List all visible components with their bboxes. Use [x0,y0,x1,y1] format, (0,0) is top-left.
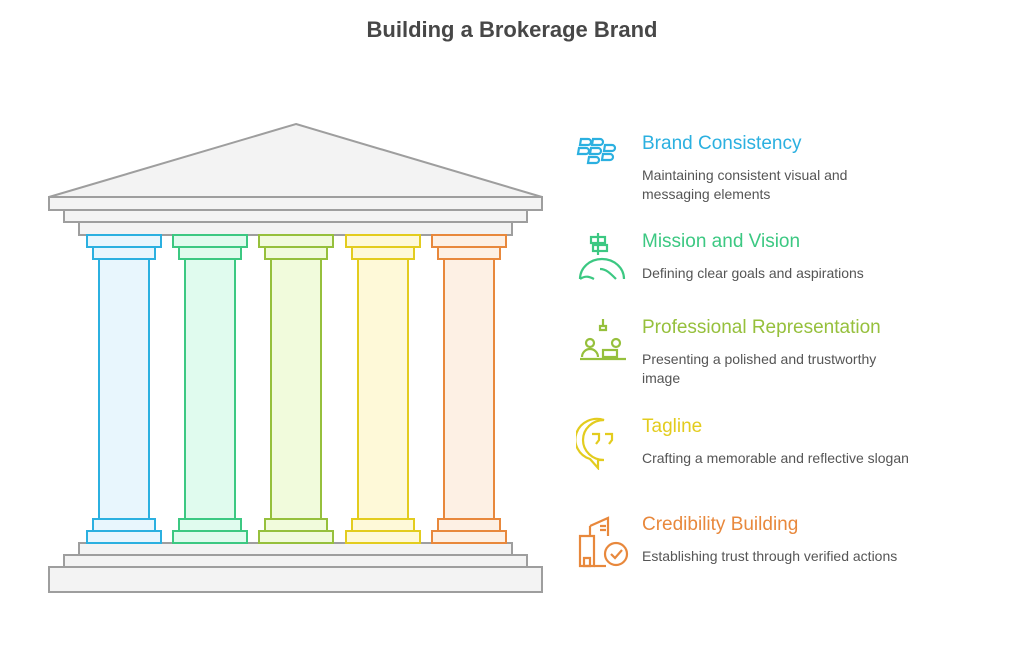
temple-diagram [48,122,543,593]
column-capital-top [258,234,334,248]
pillar-title: Tagline [642,416,703,437]
diagram-title: Building a Brokerage Brand [366,17,658,42]
entablature-bottom [78,221,513,236]
meeting-people-icon [580,319,626,361]
base-middle [63,554,528,568]
column-capital-top [345,234,421,248]
pillar-description: Presenting a polished and trustworthy im… [642,351,877,386]
pillar-title: Brand Consistency [642,133,802,154]
quote-bubble-icon [576,417,614,470]
column-capital-bottom [264,246,328,260]
pillar-title: Credibility Building [642,514,799,535]
column-shaft [443,258,495,520]
column-2 [172,234,248,544]
column-plinth-bottom [172,530,248,544]
column-capital-bottom [178,246,242,260]
column-shaft [357,258,409,520]
column-capital-bottom [351,246,415,260]
pillar-description: Maintaining consistent visual and messag… [642,167,848,202]
entablature-middle [63,209,528,223]
pillar-description: Defining clear goals and aspirations [642,265,864,281]
column-shaft [98,258,150,520]
column-capital-top [86,234,162,248]
column-1 [86,234,162,544]
building-check-icon [578,516,629,568]
column-shaft [270,258,322,520]
column-capital-top [172,234,248,248]
column-capital-bottom [92,246,156,260]
column-5 [431,234,507,544]
entablature-top [48,196,543,211]
column-shaft [184,258,236,520]
column-capital-bottom [437,246,501,260]
column-plinth-bottom [345,530,421,544]
pillar-description: Establishing trust through verified acti… [642,548,898,564]
column-plinth-top [351,518,415,532]
column-plinth-top [437,518,501,532]
pillar-description: Crafting a memorable and reflective slog… [642,450,909,466]
column-capital-top [431,234,507,248]
roof [48,122,543,198]
base-bottom [48,566,543,593]
column-plinth-bottom [86,530,162,544]
column-plinth-bottom [258,530,334,544]
column-plinth-top [92,518,156,532]
signpost-hill-icon [578,233,626,280]
column-plinth-bottom [431,530,507,544]
column-plinth-top [264,518,328,532]
base-top [78,542,513,556]
pillar-title: Mission and Vision [642,231,801,252]
pillar-title: Professional Representation [642,317,881,338]
column-4 [345,234,421,544]
column-3 [258,234,334,544]
blackberry-dots-icon [576,137,617,165]
column-plinth-top [178,518,242,532]
